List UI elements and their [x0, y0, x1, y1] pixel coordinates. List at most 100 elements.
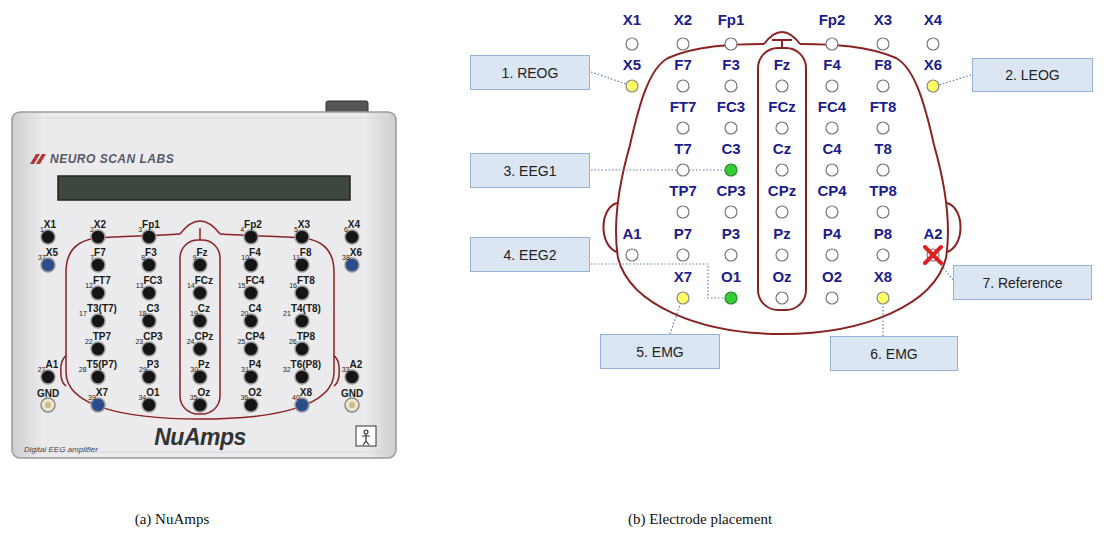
- channel-name: X1: [44, 219, 56, 230]
- electrode-name: C4: [822, 141, 841, 156]
- callout-box: 3. EEG1: [470, 153, 590, 188]
- channel-label: 11F8: [293, 243, 312, 261]
- electrode-name: X4: [924, 12, 942, 27]
- channel-label: 26TP8: [289, 327, 315, 345]
- channel-name: C3: [147, 303, 160, 314]
- emg-electrode: [877, 292, 889, 304]
- channel-name: T5(P7): [87, 359, 118, 370]
- channel-label: 16FT8: [289, 271, 315, 289]
- channel-number: 39: [88, 394, 96, 401]
- channel-number: 8: [141, 254, 145, 261]
- channel-number: 22: [85, 338, 93, 345]
- electrode-name: A1: [622, 226, 641, 241]
- channel-number: 3: [138, 226, 142, 233]
- electrode-name: X8: [874, 269, 892, 284]
- callout-text: 5. EMG: [636, 344, 683, 360]
- eeg-electrode: [725, 164, 737, 176]
- channel-label: 36O2: [240, 383, 261, 401]
- product-logo: NuAmps: [154, 426, 246, 449]
- channel-label: 28T5(P7): [79, 355, 117, 373]
- electrode-name: T8: [874, 141, 892, 156]
- electrode-name: Fz: [774, 57, 791, 72]
- channel-label: 38X6: [342, 243, 362, 261]
- channel-label: 20C4: [241, 299, 262, 317]
- electrode-name: F3: [722, 57, 740, 72]
- channel-label: 19Cz: [190, 299, 210, 317]
- electrode-site: [826, 80, 838, 92]
- ear-outline: [947, 203, 961, 252]
- electrode-site: [877, 206, 889, 218]
- electrode-name: TP7: [669, 183, 697, 198]
- leader-line: [591, 169, 725, 170]
- ground-jack-core: [349, 402, 355, 408]
- channel-number: 32: [283, 366, 291, 373]
- channel-name: T3(T7): [87, 303, 117, 314]
- electrode-site: [725, 206, 737, 218]
- channel-name: Oz: [198, 387, 211, 398]
- input-jack: [295, 370, 309, 384]
- channel-name: X6: [350, 247, 362, 258]
- channel-name: Fp2: [244, 219, 262, 230]
- channel-name: TP8: [297, 331, 315, 342]
- channel-name: X5: [46, 247, 58, 258]
- channel-number: 20: [241, 310, 249, 317]
- channel-name: X2: [94, 219, 106, 230]
- electrode-site: [826, 164, 838, 176]
- callout-text: 7. Reference: [982, 275, 1062, 291]
- input-jack: [91, 342, 105, 356]
- leader-line: [670, 305, 680, 334]
- channel-name: CP3: [143, 331, 162, 342]
- electrode-name: FT8: [870, 99, 897, 114]
- channel-name: X7: [96, 387, 108, 398]
- channel-label: 31P4: [241, 355, 261, 373]
- brand-stripes: [30, 154, 46, 164]
- electrode-name: P8: [874, 226, 892, 241]
- channel-label: 29P3: [139, 355, 159, 373]
- electrode-name: P3: [722, 226, 740, 241]
- electrode-name: Fp1: [718, 12, 745, 27]
- callout-box: 5. EMG: [600, 334, 720, 369]
- electrode-name: P7: [674, 226, 692, 241]
- channel-label: 25CP4: [237, 327, 264, 345]
- callout-box: 6. EMG: [830, 336, 958, 371]
- channel-name: C4: [249, 303, 262, 314]
- input-jack: [142, 286, 156, 300]
- electrode-name: Fp2: [819, 12, 846, 27]
- ear-outline: [604, 203, 618, 252]
- channel-number: 10: [241, 254, 249, 261]
- electrode-site: [877, 38, 889, 50]
- channel-number: 30: [190, 366, 198, 373]
- channel-label: 27A1: [38, 355, 59, 373]
- electrode-site: [877, 80, 889, 92]
- electrode-name: O1: [721, 269, 741, 284]
- channel-number: 21: [283, 310, 291, 317]
- channel-number: 24: [187, 338, 195, 345]
- electrode-name: X2: [674, 12, 692, 27]
- channel-label: 15FC4: [238, 271, 265, 289]
- channel-name: GND: [37, 388, 59, 399]
- channel-name: GND: [341, 388, 363, 399]
- channel-name: T6(P8): [291, 359, 322, 370]
- channel-number: 26: [289, 338, 297, 345]
- electrode-name: T7: [674, 141, 692, 156]
- callout-text: 1. REOG: [502, 65, 559, 81]
- channel-label: 22TP7: [85, 327, 111, 345]
- electrode-site: [725, 249, 737, 261]
- callout-box: 1. REOG: [470, 55, 590, 90]
- reference-cross: [925, 247, 941, 263]
- input-jack: [142, 342, 156, 356]
- channel-number: 11: [293, 254, 300, 261]
- ground-jack: [41, 398, 55, 412]
- channel-name: X8: [300, 387, 312, 398]
- channel-name: FT8: [297, 275, 315, 286]
- electrode-site: [826, 38, 838, 50]
- midline-mark: [772, 40, 792, 48]
- lcd-display: [58, 176, 350, 200]
- channel-number: 27: [38, 366, 46, 373]
- channel-number: 4: [240, 226, 244, 233]
- channel-number: 2: [90, 226, 94, 233]
- midline-mark: [199, 228, 201, 240]
- channel-label: 9Fz: [192, 243, 207, 261]
- channel-number: 36: [240, 394, 248, 401]
